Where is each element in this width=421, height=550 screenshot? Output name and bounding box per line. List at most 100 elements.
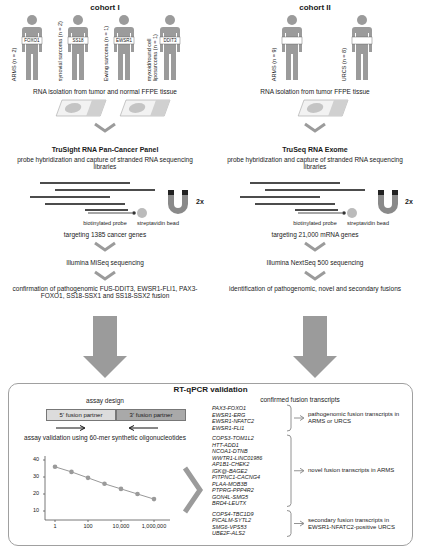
fusion-transcript: GON4L-SMG5 — [212, 494, 248, 501]
rna-fragment — [240, 196, 320, 198]
rna-fragment — [45, 203, 125, 205]
box-label: 3' fusion partner — [117, 410, 185, 421]
slide-label — [150, 100, 170, 116]
flow-arrow — [293, 316, 337, 378]
step-text: 2x — [192, 198, 208, 206]
probe-strand — [298, 212, 342, 214]
magnet — [378, 190, 398, 214]
axis-tick-label: 40 — [29, 456, 43, 462]
step-text: targeting 21,000 mRNA genes — [220, 231, 410, 238]
y-tick — [43, 494, 45, 495]
fusion-transcript: SMG6-VPS53 — [212, 524, 247, 531]
rna-fragment — [255, 203, 335, 205]
step-text: streptavidin bead — [132, 220, 184, 226]
magnet — [168, 190, 188, 214]
fusion-transcript: EWSR1-FLI1 — [212, 425, 244, 432]
axis-tick-label: 1 — [38, 523, 72, 529]
biotin — [342, 211, 346, 215]
cohort-label: myxoid/round cell liposarcoma (n = 1) — [146, 19, 159, 81]
fusion-transcript: PLAA-MOB3B — [212, 481, 247, 488]
fusion-transcript: PTPRG-PPP4R2 — [212, 487, 254, 494]
gene-label: SS18 — [68, 37, 88, 44]
gene-tag — [282, 37, 302, 44]
gene-label: DDIT3 — [160, 37, 180, 44]
captured-fragment — [295, 209, 338, 211]
step-text: biotinylated probe — [285, 220, 345, 226]
group-bracket — [287, 435, 291, 507]
step-text: TruSeq RNA Exome — [215, 146, 415, 154]
flow-arrow — [83, 316, 127, 378]
flow-chevron — [305, 124, 325, 131]
streptavidin-bead — [347, 208, 357, 218]
data-point — [102, 482, 107, 487]
gene-tag — [22, 37, 42, 44]
gene-tag — [160, 37, 180, 44]
fusion-transcript: UBE2F-ALS2 — [212, 530, 245, 537]
figure-body — [352, 27, 372, 80]
x-tick — [55, 520, 56, 522]
fusion-transcript: WWTR1-LINC01986 — [212, 455, 262, 462]
primer-arrow — [56, 426, 85, 431]
cohort-label: ARMS (n = 2) — [11, 19, 17, 81]
group-arrow — [294, 416, 304, 421]
fusion-partner-box: 3' fusion partner — [116, 409, 186, 421]
slide-glass — [120, 100, 170, 116]
figure-body — [160, 27, 180, 80]
fusion-transcript: HTT-ADD1 — [212, 442, 239, 449]
box-label: 5' fusion partner — [47, 410, 115, 421]
tissue-section — [305, 103, 325, 113]
step-text: targeting 1385 cancer genes — [10, 231, 200, 238]
flow-chevron — [95, 272, 115, 279]
fusion-transcript: PITPNC1-CACNG4 — [212, 474, 260, 481]
fusion-transcript: COPS4-TBC1D9 — [212, 511, 254, 518]
step-text: probe hybridization and capture of stran… — [217, 156, 413, 171]
axis-tick-label: 10,000 — [104, 523, 138, 529]
cohort-label: URCS (n = 8) — [341, 19, 347, 81]
step-text: assay design — [45, 397, 165, 404]
figure-head — [27, 15, 37, 25]
group-arrow — [294, 468, 304, 473]
cohort-label: synovial sarcoma (n = 2) — [57, 19, 63, 81]
group-arrow — [294, 521, 304, 526]
figure-head — [165, 15, 175, 25]
captured-fragment — [85, 209, 128, 211]
cohort-label: Ewing sarcoma (n = 1) — [103, 19, 109, 81]
magnet-pole — [378, 190, 384, 195]
biotin — [132, 211, 136, 215]
fusion-category: novel fusion transcripts in ARMS — [308, 467, 408, 474]
fusion-transcript: IGK@-BAGE2 — [212, 468, 247, 475]
step-text: streptavidin bead — [342, 220, 394, 226]
fusion-transcript: PAX3-FOXO1 — [212, 405, 246, 412]
x-tick — [88, 520, 89, 522]
fusion-transcript: PICALM-SYTL2 — [212, 517, 251, 524]
figure-head — [119, 15, 129, 25]
data-point — [119, 487, 124, 492]
step-text: identification of pathogenomic, novel an… — [217, 285, 413, 292]
flow-chevron — [185, 468, 200, 512]
axis-tick-label: 100 — [71, 523, 105, 529]
step-text: Illumina MiSeq sequencing — [10, 259, 200, 266]
axis-tick-label: 20 — [29, 490, 43, 496]
y-tick — [43, 460, 45, 461]
figure-head — [73, 15, 83, 25]
fusion-transcript: AP1B1-CHEK2 — [212, 461, 249, 468]
gene-tag — [114, 37, 134, 44]
gene-tag — [68, 37, 88, 44]
x-tick — [121, 520, 122, 522]
gene-label: EWSR1 — [114, 37, 134, 44]
cohort-heading: cohort I — [55, 3, 155, 12]
axis-tick-label: 10 — [29, 507, 43, 513]
fusion-transcript: EWSR1-NFATC2 — [212, 418, 254, 425]
axis-tick-label: 30 — [29, 473, 43, 479]
figure-body — [114, 27, 134, 80]
gene-label: FOXO1 — [22, 37, 42, 44]
figure-body — [282, 27, 302, 80]
step-text: TruSight RNA Pan-Cancer Panel — [5, 146, 205, 154]
chart-axes — [45, 456, 170, 520]
data-point — [86, 476, 91, 481]
tissue-section — [63, 103, 83, 113]
figure-head — [287, 15, 297, 25]
primer-arrow — [129, 426, 158, 431]
y-tick — [43, 477, 45, 478]
